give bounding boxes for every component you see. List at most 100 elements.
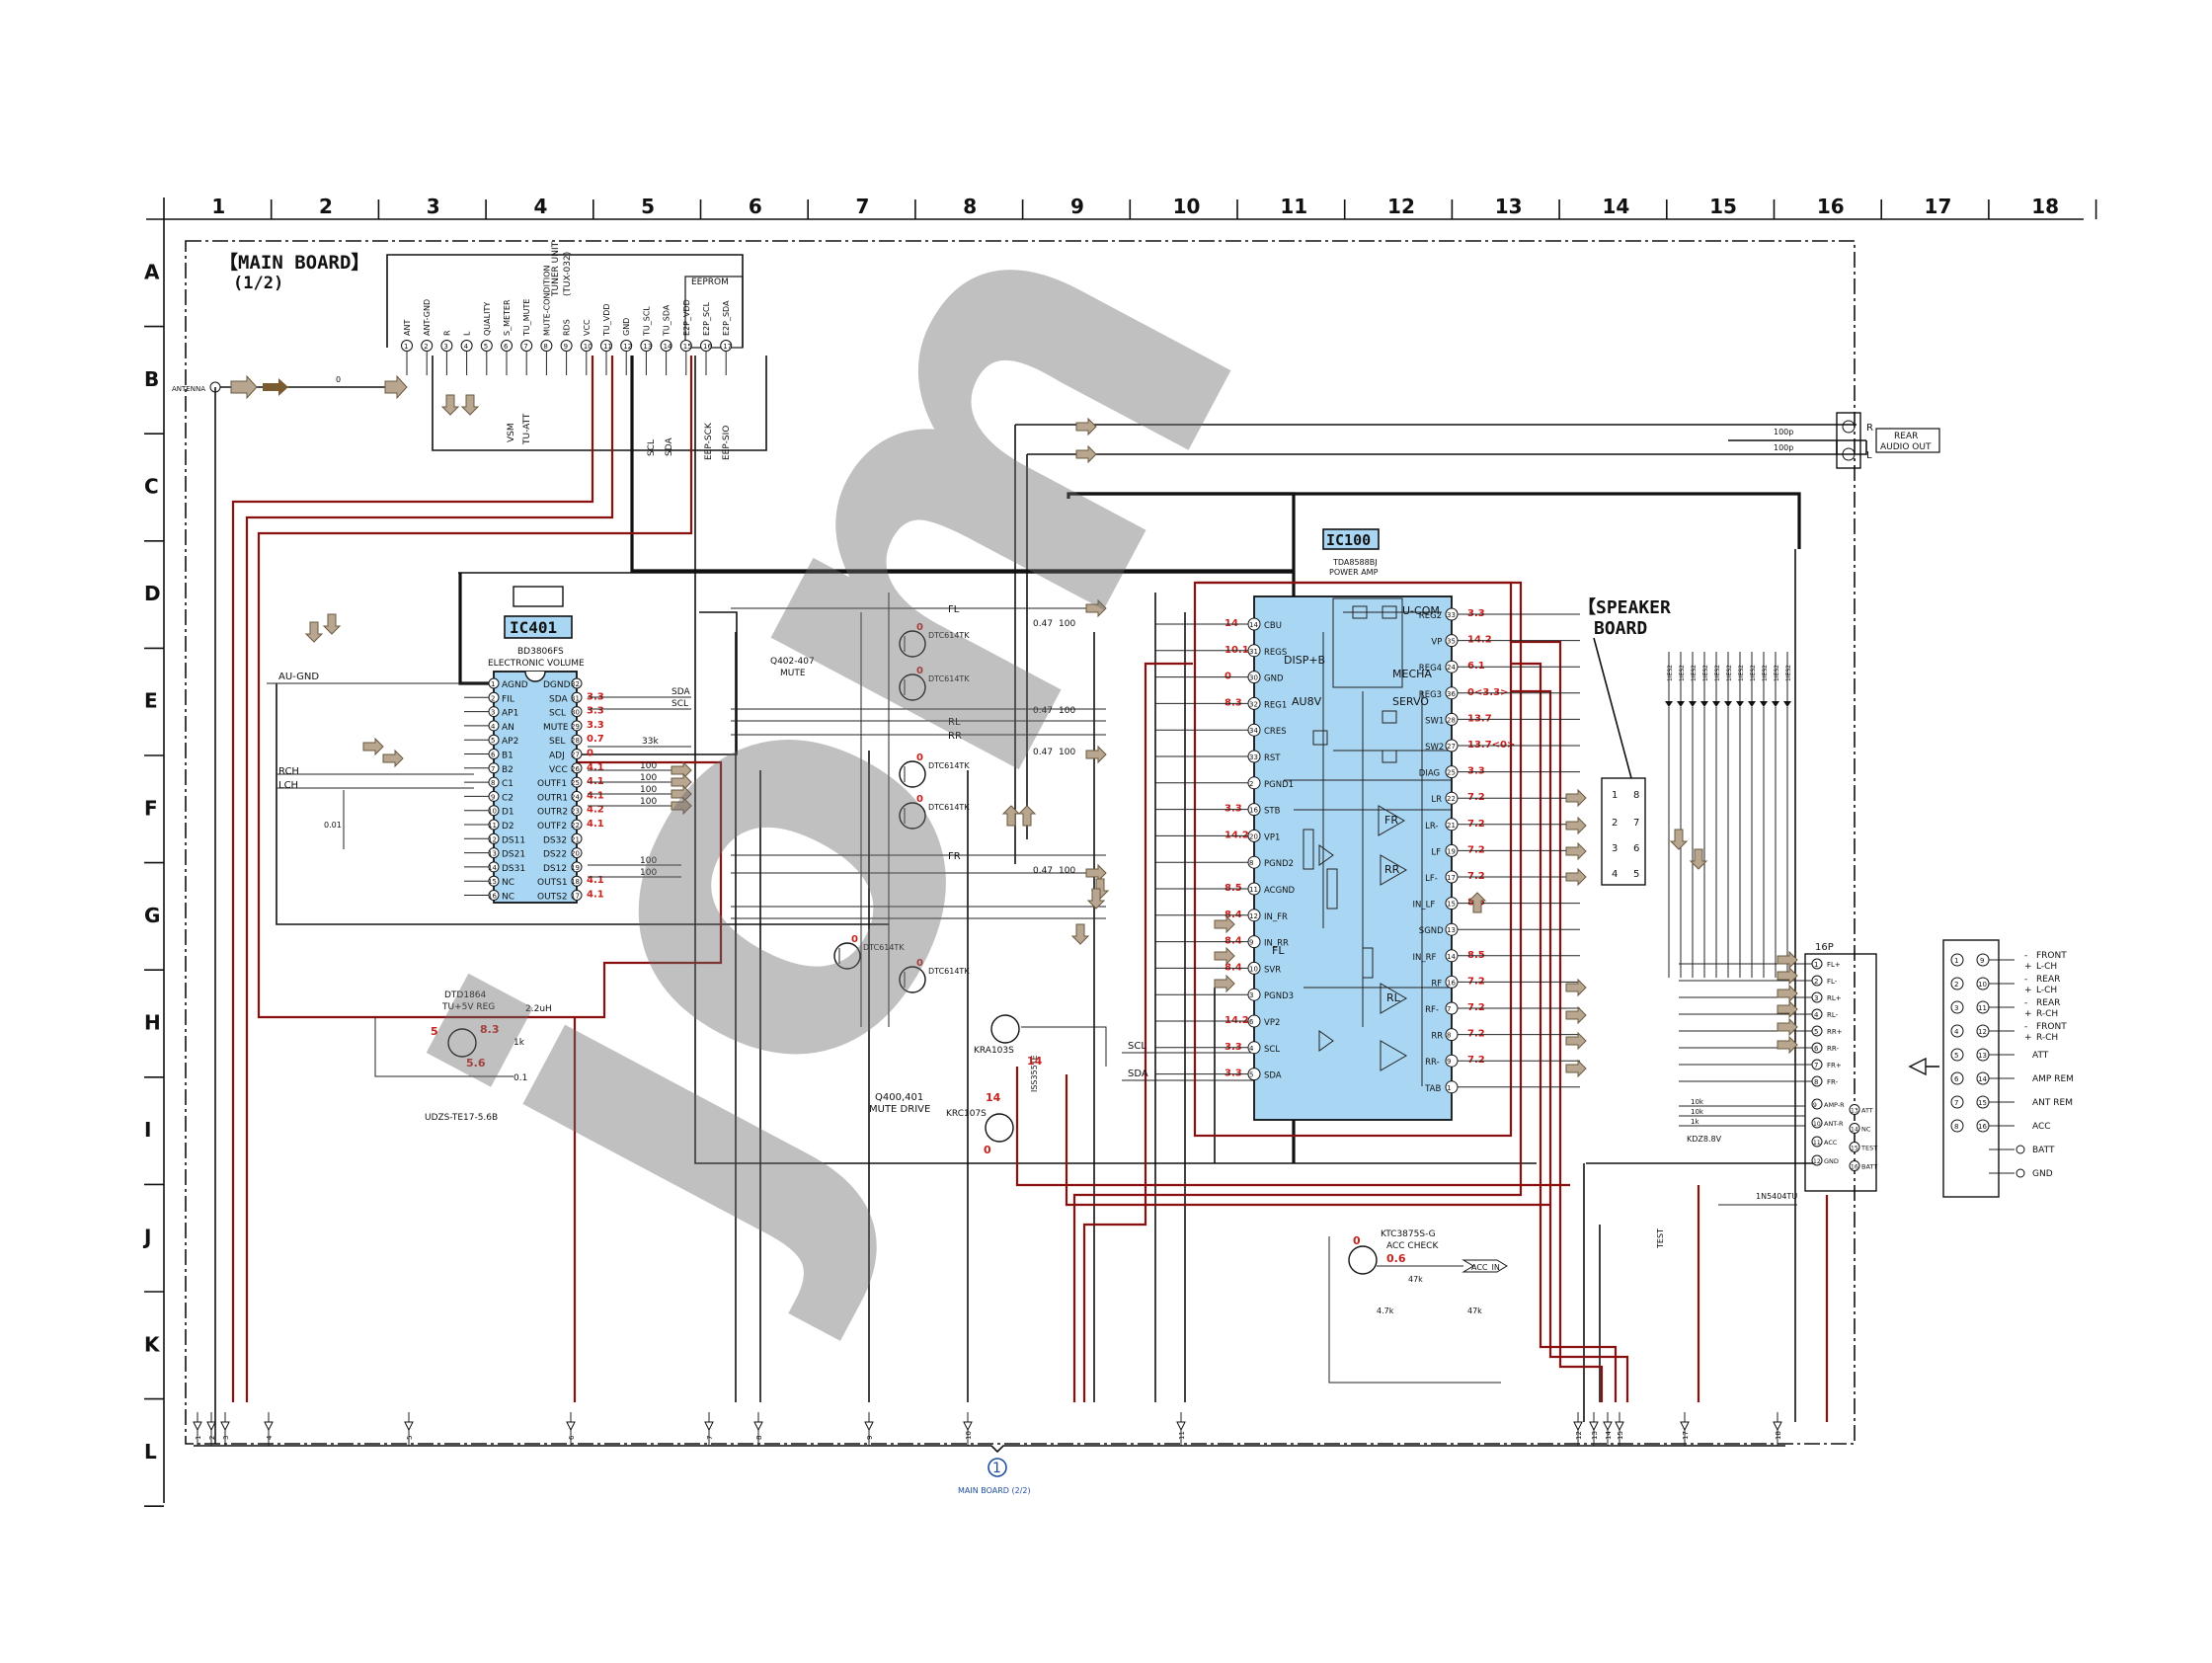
svg-text:100: 100	[1059, 866, 1075, 876]
svg-text:6: 6	[568, 1435, 576, 1440]
diode-label: 1N5404TU	[1756, 1192, 1797, 1201]
signal-arrow	[230, 374, 258, 400]
tuner-pin-label: E2P_VDD	[682, 299, 691, 336]
grid-col-15: 15	[1709, 195, 1737, 218]
svg-text:0: 0	[336, 375, 341, 384]
ic100-block: IC100 TDA8588BJ POWER AMP	[1155, 528, 1580, 1138]
grid-col-14: 14	[1602, 195, 1629, 218]
rear-out-line1: REAR	[1894, 432, 1918, 441]
svg-text:0.47: 0.47	[1033, 748, 1053, 757]
svg-text:+: +	[2024, 962, 2032, 972]
kdz-label: KDZ8.8V	[1687, 1135, 1722, 1144]
signal-arrow	[1565, 816, 1587, 835]
tuner-pin-label: R	[442, 330, 451, 336]
svg-text:16: 16	[1851, 1164, 1858, 1171]
svg-text:5: 5	[1633, 869, 1639, 880]
signal-arrow	[1565, 1059, 1587, 1078]
svg-text:2: 2	[208, 1436, 216, 1440]
grid-row-J: J	[142, 1226, 151, 1249]
ic401-pin-name: OUTR1	[537, 793, 568, 803]
tuner-unit: EEPROM TUNER UNIT (TUX-032) 1ANT2ANT-GND…	[386, 241, 744, 375]
grid-row-B: B	[144, 367, 159, 391]
svg-text:1IES2: 1IES2	[1762, 665, 1769, 681]
ic401-pin-name: OUTS2	[537, 893, 568, 903]
svg-text:10k: 10k	[1691, 1108, 1704, 1116]
svg-text:0.47: 0.47	[1033, 866, 1053, 876]
ic100-block-label: RR	[1384, 863, 1400, 876]
svg-text:16: 16	[703, 343, 712, 351]
signal-arrow	[671, 796, 692, 816]
signal-arrow	[1777, 1035, 1798, 1055]
tuner-pin-label: TU_MUTE	[522, 299, 531, 337]
svg-text:14: 14	[1851, 1127, 1858, 1134]
ic401-pin-name: DS11	[502, 835, 525, 845]
ic401-pin-name: ADJ	[549, 752, 565, 761]
svg-text:1IES2: 1IES2	[1774, 665, 1780, 681]
svg-text:1IES2: 1IES2	[1667, 665, 1674, 681]
svg-text:33: 33	[1249, 753, 1258, 761]
svg-text:0: 0	[916, 666, 923, 676]
svg-text:15: 15	[683, 343, 692, 351]
grid-col-8: 8	[963, 195, 977, 218]
grid-row-A: A	[144, 260, 160, 283]
svg-text:9: 9	[1980, 957, 1984, 965]
svg-text:16: 16	[1447, 979, 1456, 987]
svg-text:SDA: SDA	[672, 687, 690, 697]
svg-text:17: 17	[723, 343, 732, 351]
ic100-block-label: AU8V	[1292, 695, 1322, 708]
legend-label: FRONT	[2036, 1022, 2067, 1032]
svg-text:2: 2	[424, 343, 428, 351]
svg-text:29: 29	[571, 723, 580, 731]
svg-text:3: 3	[1954, 1004, 1958, 1012]
ic401-pin-name: DS21	[502, 850, 525, 860]
svg-text:3: 3	[443, 343, 447, 351]
svg-text:4: 4	[1814, 1011, 1819, 1019]
svg-text:30: 30	[1249, 674, 1258, 682]
grid-col-17: 17	[1925, 195, 1952, 218]
scl-tag: SCL	[1128, 1041, 1146, 1052]
footer-ref-circle	[988, 1458, 1007, 1477]
board-title: 【MAIN BOARD】	[219, 251, 369, 274]
svg-text:3: 3	[1814, 994, 1818, 1002]
svg-text:22: 22	[1447, 795, 1456, 803]
svg-text:8: 8	[1249, 859, 1253, 867]
wiring-black	[214, 356, 1867, 1444]
ic401-pin-name: OUTS1	[537, 878, 568, 888]
legend-label: ATT	[2032, 1051, 2049, 1061]
rear-out-line2: AUDIO OUT	[1880, 442, 1932, 452]
svg-text:20: 20	[571, 850, 580, 858]
signal-arrow	[1565, 867, 1587, 887]
ic401-pin-name: DS12	[543, 864, 567, 874]
board-outline	[185, 240, 1856, 1445]
ic100-pin-name: CBU	[1264, 621, 1282, 631]
svg-text:6: 6	[1249, 1018, 1254, 1026]
svg-text:R: R	[1866, 423, 1873, 434]
svg-text:15: 15	[488, 878, 497, 886]
svg-text:6: 6	[1814, 1045, 1819, 1053]
signal-arrow	[1689, 848, 1708, 870]
svg-text:28: 28	[571, 737, 580, 745]
svg-text:1: 1	[1954, 957, 1958, 965]
svg-text:4: 4	[266, 1435, 274, 1440]
svg-text:100: 100	[640, 785, 657, 795]
svg-text:1IES2: 1IES2	[1714, 665, 1721, 681]
ic401-pin-name: DGND	[543, 680, 571, 690]
ic401-part: BD3806FS	[517, 647, 564, 657]
ic100-pin-name: IN_LF	[1413, 901, 1436, 911]
ic100-pin-name: PGND1	[1264, 780, 1294, 790]
svg-text:1: 1	[1814, 961, 1818, 969]
svg-text:28: 28	[1447, 716, 1456, 724]
signal-arrow	[460, 394, 480, 416]
acc-in-label: ACC_IN	[1471, 1263, 1500, 1272]
signal-arrow	[1777, 999, 1798, 1019]
svg-text:33k: 33k	[642, 737, 659, 747]
ic401-pin-name: FIL	[502, 694, 514, 704]
signal-arrow	[1777, 984, 1798, 1003]
svg-text:14: 14	[1249, 621, 1258, 629]
tuner-pin-label: QUALITY	[483, 302, 492, 336]
svg-text:19: 19	[571, 864, 580, 872]
ic100-pin-name: CRES	[1264, 727, 1287, 737]
acc-check-label: ACC CHECK	[1386, 1241, 1439, 1251]
ic100-pin-name: REGS	[1264, 648, 1287, 658]
